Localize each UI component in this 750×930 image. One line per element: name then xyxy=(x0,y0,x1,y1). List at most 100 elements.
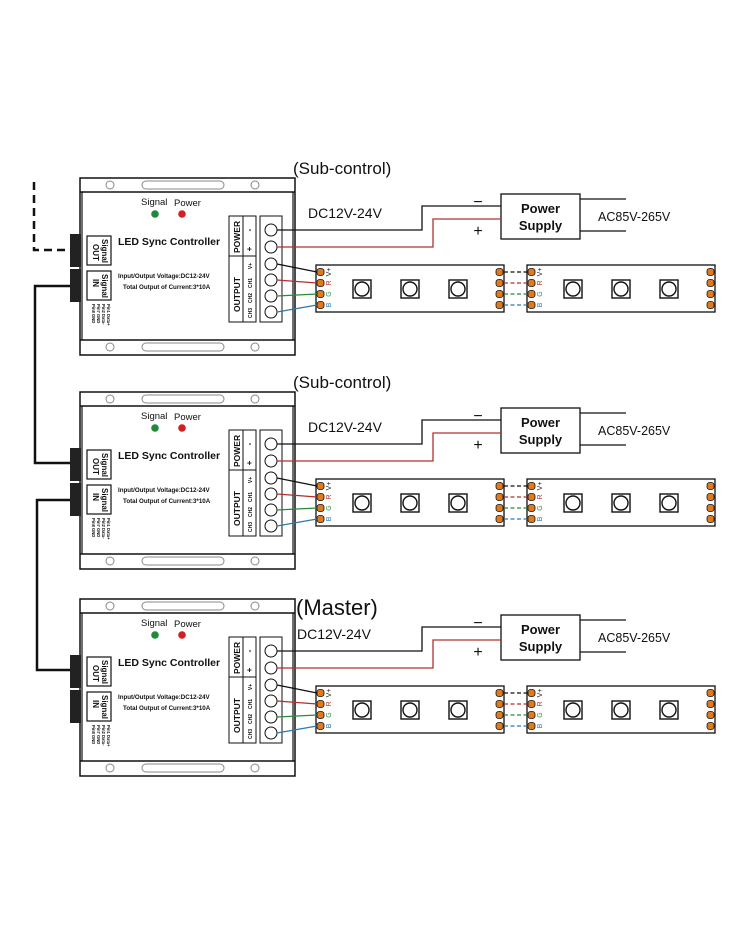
power-supply-line1: Power xyxy=(521,415,560,430)
output-group-label: OUTPUT xyxy=(232,276,242,312)
port-label-line1: Signal xyxy=(100,660,109,684)
dc-plus-wire xyxy=(277,639,501,669)
terminal-label: - xyxy=(245,442,254,445)
led-chip-lens xyxy=(450,495,466,511)
solder-pad-icon xyxy=(706,515,715,523)
signal-led-icon xyxy=(151,631,159,639)
minus-sign: − xyxy=(473,194,482,211)
spec-voltage: Input/Output Voltage:DC12-24V xyxy=(118,694,211,701)
solder-pad-icon xyxy=(527,290,536,298)
strip-pin-label: G xyxy=(326,291,333,296)
pin-label: Pin8 GND xyxy=(91,518,96,537)
solder-pad-icon xyxy=(706,700,715,708)
solder-pad-icon xyxy=(527,515,536,523)
solder-pad-icon xyxy=(495,711,504,719)
solder-pad-icon xyxy=(706,493,715,501)
output-wire xyxy=(276,293,318,297)
mounting-hole-icon xyxy=(250,763,260,773)
screw-terminal-icon xyxy=(264,519,278,533)
mounting-slot-icon xyxy=(141,763,225,773)
solder-pad-icon xyxy=(316,482,325,490)
power-led-icon xyxy=(178,631,186,639)
power-group-label: POWER xyxy=(232,221,242,253)
power-indicator-label: Power xyxy=(174,198,201,209)
mounting-hole-icon xyxy=(105,763,115,773)
solder-pad-icon xyxy=(527,722,536,730)
led-chip-lens xyxy=(613,281,629,297)
role-label: (Master) xyxy=(296,595,378,620)
led-chip-lens xyxy=(354,281,370,297)
signal-led-icon xyxy=(151,210,159,218)
power-supply-line2: Supply xyxy=(519,218,563,233)
terminal-label: + xyxy=(245,460,254,465)
strip-pin-label: V+ xyxy=(537,482,544,491)
output-wire xyxy=(276,477,318,487)
spec-current: Total Output of Current:3*10A xyxy=(123,284,211,291)
led-strip: V+RGB xyxy=(315,478,505,527)
strip-pin-label: G xyxy=(326,712,333,717)
led-chip-lens xyxy=(661,495,677,511)
pin-label: Pin8 GND xyxy=(91,304,96,323)
strip-pin-label: V+ xyxy=(537,268,544,277)
terminal-label: CH1 xyxy=(248,492,254,502)
strip-pin-label: B xyxy=(537,302,544,307)
solder-pad-icon xyxy=(316,515,325,523)
strip-pin-label: V+ xyxy=(326,482,333,491)
screw-terminal-icon xyxy=(264,454,278,468)
terminal-label: CH3 xyxy=(248,729,254,739)
controller-plate xyxy=(79,177,296,356)
solder-pad-icon xyxy=(706,504,715,512)
mounting-hole-icon xyxy=(105,180,115,190)
screw-terminal-icon xyxy=(264,471,278,485)
dc-voltage-label: DC12V-24V xyxy=(308,419,383,435)
strip-pin-label: G xyxy=(537,712,544,717)
controller-title: LED Sync Controller xyxy=(118,236,220,248)
spec-voltage: Input/Output Voltage:DC12-24V xyxy=(118,273,211,280)
port-label-line2: OUT xyxy=(91,458,100,475)
port-label-line1: Signal xyxy=(100,488,109,512)
plus-sign: + xyxy=(473,644,482,661)
solder-pad-icon xyxy=(495,493,504,501)
pin-label: Pin7 GND xyxy=(96,304,101,323)
solder-pad-icon xyxy=(527,301,536,309)
strip-pin-label: R xyxy=(326,494,333,499)
solder-pad-icon xyxy=(316,700,325,708)
mounting-hole-icon xyxy=(250,556,260,566)
output-wire xyxy=(276,700,318,705)
spec-current: Total Output of Current:3*10A xyxy=(123,705,211,712)
power-led-icon xyxy=(178,210,186,218)
role-label: (Sub-control) xyxy=(293,373,391,392)
led-chip-lens xyxy=(402,495,418,511)
ac-voltage-label: AC85V-265V xyxy=(598,424,671,438)
pin-label: Pin7 GND xyxy=(96,518,101,537)
pin-label: Pin1 Data+ xyxy=(106,725,111,747)
pin-label: Pin7 GND xyxy=(96,725,101,744)
solder-pad-icon xyxy=(495,482,504,490)
screw-terminal-icon xyxy=(264,678,278,692)
screw-terminal-icon xyxy=(264,437,278,451)
signal-cables xyxy=(32,182,70,672)
signal-out-port-box xyxy=(86,449,112,480)
strip-pin-label: G xyxy=(537,291,544,296)
terminal-label: CH1 xyxy=(248,278,254,288)
mounting-hole-icon xyxy=(105,342,115,352)
strip-pin-label: R xyxy=(326,280,333,285)
led-chip-lens xyxy=(565,281,581,297)
cable-connector xyxy=(70,690,81,723)
power-led-icon xyxy=(178,424,186,432)
screw-terminal-icon xyxy=(264,223,278,237)
solder-pad-icon xyxy=(316,689,325,697)
output-wire xyxy=(276,714,318,718)
solder-pad-icon xyxy=(316,711,325,719)
led-chip-lens xyxy=(565,702,581,718)
dc-voltage-label: DC12V-24V xyxy=(308,205,383,221)
power-supply-box xyxy=(500,193,581,240)
